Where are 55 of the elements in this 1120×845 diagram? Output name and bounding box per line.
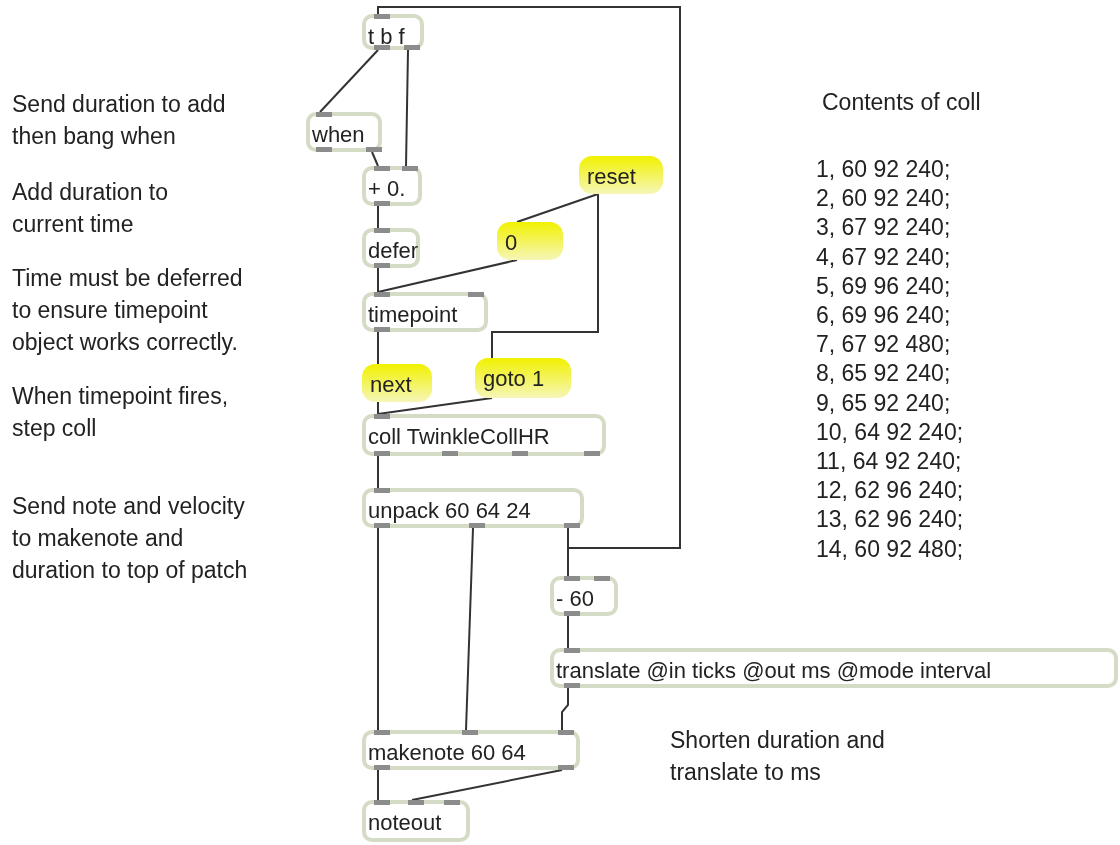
object-box: coll TwinkleCollHR [362, 414, 606, 456]
list-line: 4, 67 92 240; [816, 242, 952, 272]
list-line: 9, 65 92 240; [816, 388, 952, 418]
object-box: defer [362, 228, 420, 268]
list-line: 6, 69 96 240; [816, 301, 952, 330]
patch-cord [567, 615, 569, 649]
patch-cord [377, 401, 379, 415]
patch-cord [561, 687, 569, 731]
object-box: noteout [362, 800, 470, 842]
comment: Time must be deferred to ensure timepoint object works correctly. [12, 264, 244, 357]
object-box: - 60 [550, 576, 618, 616]
patch-cord [411, 769, 563, 801]
comment: Shorten duration and translate to ms [670, 726, 886, 787]
patch-cord [377, 205, 379, 229]
list-line: 7, 67 92 480; [816, 330, 952, 360]
object-box: + 0. [362, 166, 422, 206]
comment: Send duration to add then bang when [12, 90, 227, 151]
list-line: 1, 60 92 240; [816, 155, 952, 184]
patch-cord [319, 49, 379, 113]
list-line: 14, 60 92 480; [816, 534, 965, 564]
list-line: 5, 69 96 240; [816, 271, 952, 301]
list-line: 12, 62 96 240; [816, 476, 965, 506]
patch-cord [377, 6, 681, 549]
patch-cord [377, 331, 379, 365]
message-box: 0 [497, 222, 563, 260]
list-line: 11, 64 92 240; [816, 447, 963, 476]
patch-cord [377, 397, 493, 415]
comment: Send note and velocity to makenote and duration to top of patch [12, 492, 249, 585]
list-line: 2, 60 92 240; [816, 184, 952, 214]
object-box: when [306, 112, 382, 152]
patch-cord [377, 769, 379, 801]
patch-cord [377, 259, 518, 293]
patch-cord [491, 193, 599, 359]
message-box: goto 1 [475, 358, 571, 398]
list-line: 3, 67 92 240; [816, 213, 952, 243]
patch-cord [377, 267, 379, 293]
patch-cord [465, 527, 474, 731]
heading: Contents of coll [822, 88, 982, 117]
patch-cord [371, 151, 379, 167]
object-box: makenote 60 64 [362, 730, 580, 770]
patch-cord [377, 455, 379, 489]
patch-cord [516, 193, 599, 223]
comment: When timepoint fires, step coll [12, 382, 230, 443]
object-box: translate @in ticks @out ms @mode interval [550, 648, 1118, 688]
list-line: 10, 64 92 240; [816, 417, 965, 447]
list-line: 8, 65 92 240; [816, 359, 952, 389]
message-box: reset [579, 156, 663, 194]
object-box: t b f [362, 14, 424, 50]
object-box: timepoint [362, 292, 488, 332]
comment: Add duration to current time [12, 178, 169, 239]
message-box: next [362, 364, 432, 402]
patch-cord [405, 49, 409, 167]
object-box: unpack 60 64 24 [362, 488, 584, 528]
patch-cord [377, 527, 379, 731]
list-line: 13, 62 96 240; [816, 505, 965, 535]
